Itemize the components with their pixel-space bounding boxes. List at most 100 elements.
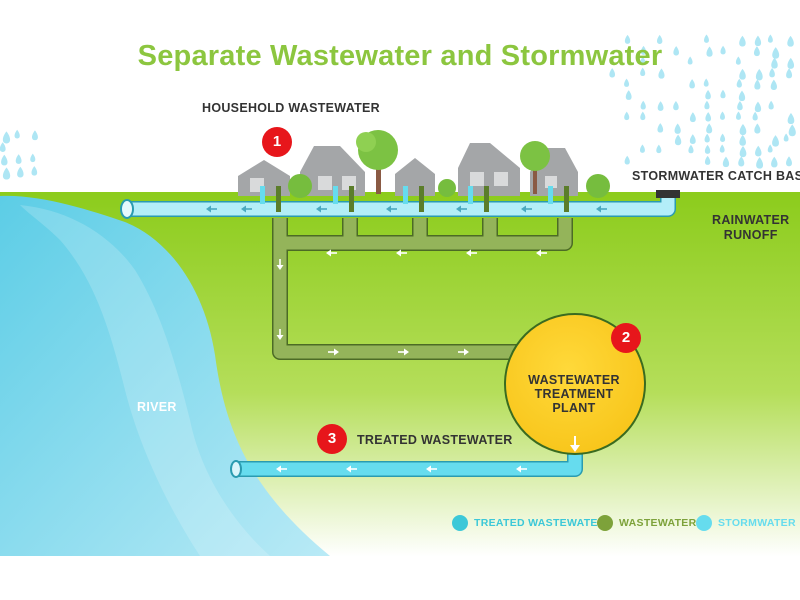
catch-basin-label: STORMWATER CATCH BASIN xyxy=(632,169,800,183)
rainwater-runoff-label: RAINWATER RUNOFF xyxy=(712,213,789,243)
raindrop xyxy=(657,101,664,111)
stormwater-pipe xyxy=(120,190,680,219)
sewer-drop-pipe xyxy=(484,186,489,212)
downspout-pipe xyxy=(548,186,553,204)
raindrop xyxy=(639,144,645,153)
raindrop xyxy=(719,144,725,153)
flow-arrows xyxy=(206,205,607,473)
raindrop xyxy=(689,79,695,89)
raindrop xyxy=(739,145,747,158)
flow-arrow xyxy=(276,329,284,340)
flow-arrow xyxy=(206,205,217,213)
diagram-title: Separate Wastewater and Stormwater xyxy=(137,40,663,72)
raindrop xyxy=(771,156,778,168)
runoff-label-line1: RAINWATER xyxy=(712,213,790,227)
flow-arrow xyxy=(276,259,284,270)
raindrop xyxy=(674,134,682,146)
raindrop xyxy=(739,68,746,80)
flow-arrow xyxy=(276,465,287,473)
raindrop xyxy=(706,123,713,134)
raindrop xyxy=(752,111,758,121)
legend-swatch-treated xyxy=(452,515,468,531)
raindrop xyxy=(673,101,679,111)
flow-arrow xyxy=(516,465,527,473)
flow-arrow xyxy=(458,348,469,356)
raindrop xyxy=(772,47,780,59)
raindrop xyxy=(767,34,773,43)
flow-arrow xyxy=(328,348,339,356)
raindrop xyxy=(720,89,726,99)
legend-label-wastewater: WASTEWATER xyxy=(619,517,697,529)
raindrop xyxy=(787,35,794,47)
flow-arrow xyxy=(536,249,547,257)
raindrop xyxy=(787,112,795,125)
flow-arrow xyxy=(241,205,252,213)
raindrop xyxy=(720,45,726,55)
raindrop xyxy=(704,155,711,165)
raindrop xyxy=(31,166,38,176)
raindrop xyxy=(674,123,681,134)
raindrop xyxy=(767,144,773,153)
raindrop xyxy=(768,100,774,110)
raindrop xyxy=(736,78,742,88)
raindrop xyxy=(656,144,662,154)
legend-item-stormwater: STORMWATER xyxy=(696,515,796,531)
raindrop xyxy=(754,123,761,134)
downspout-pipe xyxy=(403,186,408,204)
plant-label-line2: TREATMENT xyxy=(534,387,614,401)
raindrop xyxy=(689,112,696,123)
raindrop xyxy=(609,68,616,78)
flow-arrow xyxy=(396,249,407,257)
raindrop xyxy=(14,129,20,139)
raindrop xyxy=(755,145,762,157)
river-label: RIVER xyxy=(137,400,177,414)
runoff-label-line2: RUNOFF xyxy=(723,228,778,242)
raindrop xyxy=(31,130,38,141)
raindrop xyxy=(739,134,746,146)
raindrop xyxy=(705,112,712,122)
flow-arrow xyxy=(316,205,327,213)
houses xyxy=(238,130,610,198)
raindrop xyxy=(788,124,796,137)
raindrop xyxy=(755,69,763,81)
plant-label-line1: WASTEWATER xyxy=(528,373,620,387)
raindrop xyxy=(754,101,762,113)
flow-arrow xyxy=(596,205,607,213)
treatment-plant-label: WASTEWATER TREATMENT PLANT xyxy=(507,373,641,415)
flow-arrow xyxy=(456,205,467,213)
raindrop xyxy=(624,34,631,44)
flow-arrow xyxy=(466,249,477,257)
raindrop xyxy=(704,144,711,154)
raindrop xyxy=(754,79,761,90)
legend-item-wastewater: WASTEWATER xyxy=(597,515,696,531)
raindrop xyxy=(625,90,632,100)
raindrop xyxy=(2,167,11,180)
raindrop xyxy=(1,154,8,166)
raindrop xyxy=(753,46,760,57)
legend-item-treated-wastewater: TREATED WASTEWATER xyxy=(452,515,606,531)
flow-arrow xyxy=(346,465,357,473)
household-wastewater-label: HOUSEHOLD WASTEWATER xyxy=(202,101,380,115)
raindrop xyxy=(640,67,646,77)
raindrop xyxy=(658,68,665,79)
step-marker-3: 3 xyxy=(317,424,347,454)
raindrop xyxy=(703,78,709,87)
raindrop xyxy=(30,153,36,163)
raindrop xyxy=(704,133,710,143)
raindrop xyxy=(706,46,713,57)
treatment-plant xyxy=(504,313,646,455)
raindrop xyxy=(771,57,778,69)
raindrop xyxy=(787,57,795,69)
raindrop xyxy=(705,90,711,100)
legend-label-stormwater: STORMWATER xyxy=(718,517,796,529)
raindrop xyxy=(704,100,710,110)
raindrop xyxy=(624,78,630,87)
raindrop xyxy=(689,134,696,145)
raindrop xyxy=(640,100,646,110)
raindrop xyxy=(673,46,679,56)
raindrop xyxy=(688,144,694,154)
raindrop xyxy=(0,142,6,152)
raindrop xyxy=(722,156,730,168)
